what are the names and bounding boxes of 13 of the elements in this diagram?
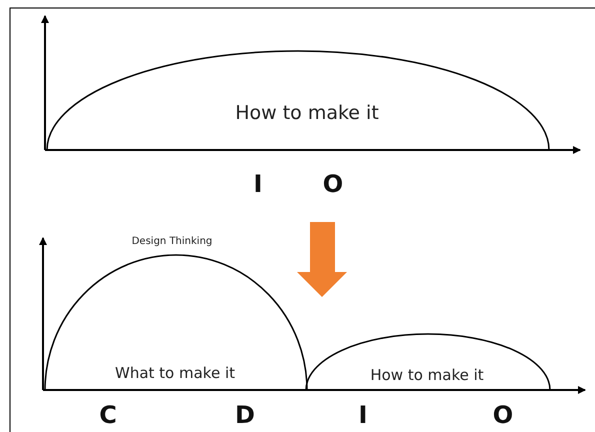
phase-letter: I <box>254 172 262 196</box>
arc-curve <box>306 333 551 391</box>
phase-letter: C <box>99 403 117 427</box>
arc-curve <box>47 50 549 151</box>
phase-label: What to make it <box>115 364 235 382</box>
phase-letter: O <box>492 403 514 427</box>
phase-label: How to make it <box>235 102 379 124</box>
phase-letter: D <box>235 403 255 427</box>
arc-curve <box>45 236 307 391</box>
phase-heading: Design Thinking <box>132 236 212 247</box>
phase-letter: O <box>322 172 344 196</box>
phase-letter: I <box>358 403 368 427</box>
phase-label: How to make it <box>370 366 484 384</box>
